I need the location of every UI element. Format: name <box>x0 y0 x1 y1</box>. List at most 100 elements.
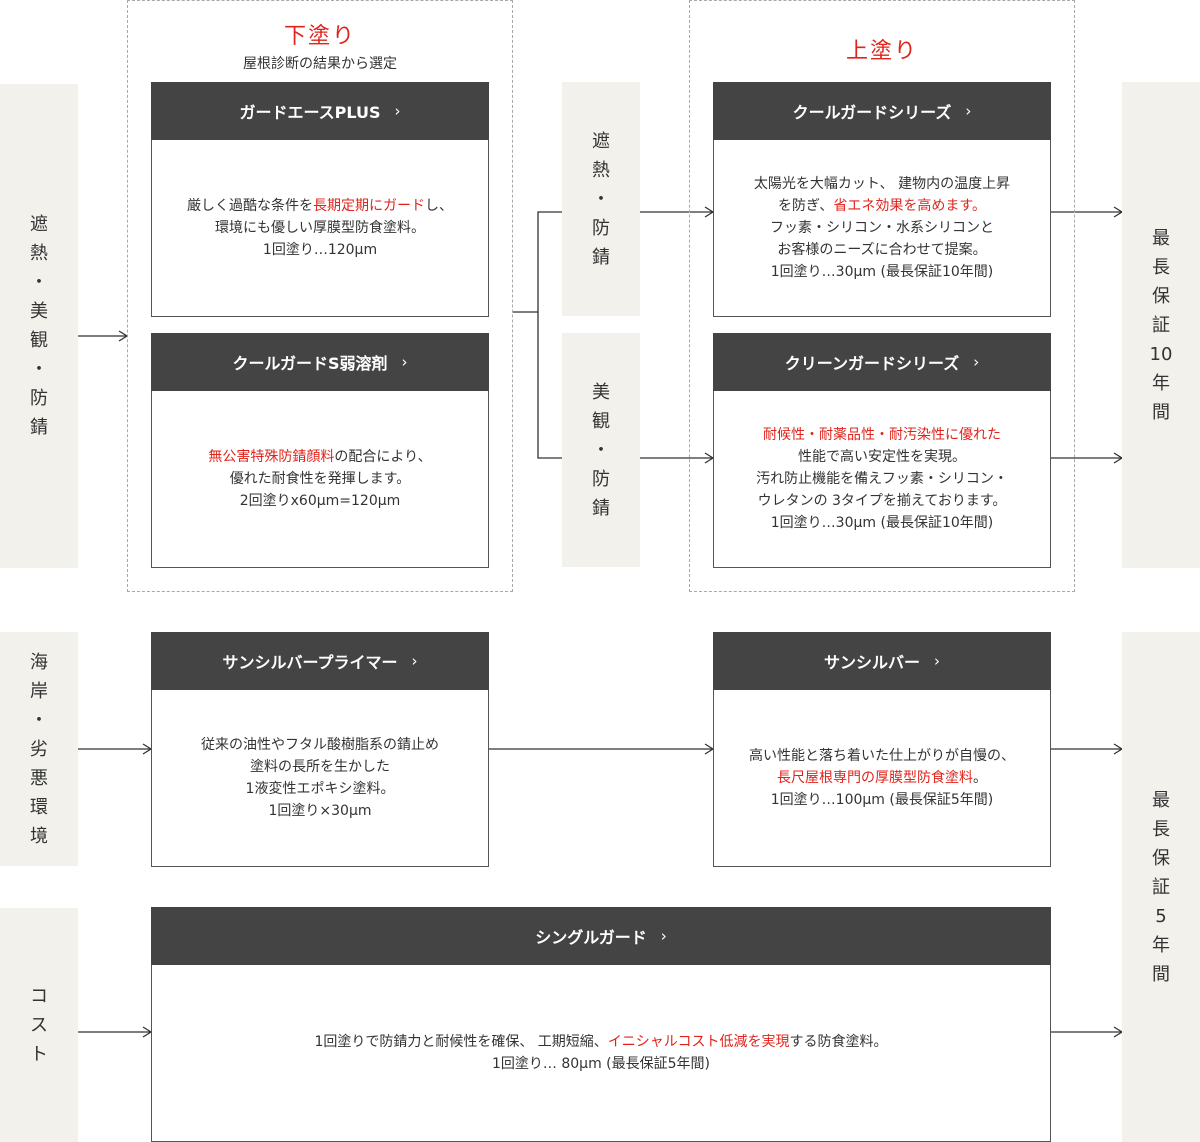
product-link-shingle-guard[interactable]: シングルガード › <box>151 907 1051 965</box>
vertical-char: 年 <box>1152 934 1170 956</box>
product-link-guard-ace-plus[interactable]: ガードエースPLUS › <box>151 82 489 140</box>
vertical-char: 錆 <box>30 417 48 438</box>
product-link-coolguard-series[interactable]: クールガードシリーズ › <box>713 82 1051 140</box>
undercoat-title: 下塗り <box>283 24 356 49</box>
desc-text: 汚れ防止機能を備えフッ素・シリコン・ <box>756 471 1008 487</box>
vertical-char: ・ <box>30 272 48 293</box>
product-name: ガードエースPLUS <box>239 103 381 122</box>
undercoat-frame <box>127 0 513 592</box>
branch-line <box>537 312 562 459</box>
chevron-right-icon: › <box>411 652 418 670</box>
vertical-char: 長 <box>1152 256 1170 278</box>
desc-text: 高い性能と落ち着いた仕上がりが自慢の、 <box>749 748 1015 764</box>
vertical-char: ・ <box>30 359 48 380</box>
branch-heat-rust: 遮熱・防錆 <box>562 82 640 316</box>
desc-text: フッ素・シリコン・水系シリコンと <box>770 220 994 236</box>
undercoat-subtitle: 屋根診断の結果から選定 <box>243 56 397 72</box>
vertical-char: 境 <box>30 825 48 847</box>
vertical-char: 遮 <box>592 130 610 152</box>
coat-spec: 1回塗り…120μm <box>262 242 378 258</box>
product-link-sunsilver[interactable]: サンシルバー› <box>713 632 1051 690</box>
vertical-char: 最 <box>1152 789 1170 811</box>
vertical-char: ス <box>30 1014 48 1036</box>
chevron-right-icon: › <box>394 102 401 120</box>
desc-text: 環境にも優しい厚膜型防食塗料。 <box>215 220 425 236</box>
category-label: 遮熱・美観・防錆 <box>30 210 48 442</box>
vertical-char: 防 <box>30 388 48 409</box>
vertical-char: 間 <box>1152 963 1170 985</box>
vertical-char: 年 <box>1152 372 1170 394</box>
vertical-char: 遮 <box>30 214 48 235</box>
chevron-right-icon: › <box>660 927 667 945</box>
product-link-sunsilver-primer[interactable]: サンシルバープライマー › <box>151 632 489 690</box>
card-coolguard-series: クールガードシリーズ› 太陽光を大幅カット、 建物内の温度上昇 を防ぎ、省エネ効… <box>713 82 1051 317</box>
desc-text: ウレタンの 3タイプを揃えております。 <box>757 493 1007 509</box>
vertical-char: 熱 <box>592 159 610 181</box>
vertical-char: コ <box>30 985 48 1007</box>
product-link-cleanguard-series[interactable]: クリーンガードシリーズ › <box>713 333 1051 391</box>
product-name: クリーンガードシリーズ <box>784 354 960 373</box>
vertical-char: 証 <box>1152 314 1170 336</box>
product-name: サンシルバープライマー <box>222 653 398 672</box>
category-cost: コスト <box>0 908 78 1142</box>
desc-text: 1回塗りで防錆力と耐候性を確保、 工期短縮、 <box>314 1034 608 1050</box>
vertical-char: 保 <box>1152 847 1170 869</box>
desc-text: する防食塗料。 <box>789 1034 888 1050</box>
card-guard-ace-plus: ガードエースPLUS › 厳しく過酷な条件を長期定期にガードし、 環境にも優しい厚… <box>151 82 489 317</box>
product-link-coolguard-s[interactable]: クールガードS弱溶剤› <box>151 333 489 391</box>
product-description: 1回塗りで防錆力と耐候性を確保、 工期短縮、イニシャルコスト低減を実現する防食塗… <box>152 965 1050 1141</box>
vertical-char: 観 <box>30 330 48 351</box>
desc-text: を防ぎ、 <box>778 198 834 214</box>
vertical-char: ト <box>30 1043 48 1065</box>
desc-text: 太陽光を大幅カット、 建物内の温度上昇 <box>753 176 1011 192</box>
vertical-char: 観 <box>592 410 610 432</box>
desc-text: お客様のニーズに合わせて提案。 <box>777 242 987 258</box>
desc-text: 。 <box>973 770 987 786</box>
product-description: 従来の油性やフタル酸樹脂系の錆止め 塗料の長所を生かした 1液変性エポキシ塗料。… <box>152 690 488 866</box>
branch-label: 美観・防錆 <box>592 378 610 523</box>
coat-spec: 1回塗り… 80μm (最長保証5年間) <box>492 1056 710 1072</box>
chevron-right-icon: › <box>401 353 408 371</box>
product-name: クールガードシリーズ <box>792 103 952 122</box>
desc-text: 優れた耐食性を発揮します。 <box>229 471 411 487</box>
desc-highlight: 耐候性・耐薬品性・耐汚染性に優れた <box>763 427 1001 443</box>
desc-text: 塗料の長所を生かした <box>250 759 390 775</box>
coat-spec: 1回塗り…30μm (最長保証10年間) <box>770 515 994 531</box>
vertical-char: 5 <box>1155 905 1167 927</box>
card-sunsilver: サンシルバー› 高い性能と落ち着いた仕上がりが自慢の、 長尺屋根専門の厚膜型防食… <box>713 632 1051 867</box>
vertical-char: 美 <box>30 301 48 322</box>
desc-text: の配合により、 <box>334 449 432 465</box>
vertical-char: 間 <box>1152 401 1170 423</box>
vertical-char: 岸 <box>30 680 48 702</box>
desc-highlight: イニシャルコスト低減を実現 <box>607 1034 790 1050</box>
vertical-char: 熱 <box>30 243 48 264</box>
product-description: 厳しく過酷な条件を長期定期にガードし、 環境にも優しい厚膜型防食塗料。 1回塗り… <box>152 140 488 316</box>
vertical-char: 悪 <box>30 767 48 789</box>
vertical-char: 海 <box>30 651 48 673</box>
vertical-char: ・ <box>30 709 48 731</box>
chevron-right-icon: › <box>973 353 980 371</box>
product-description: 耐候性・耐薬品性・耐汚染性に優れた 性能で高い安定性を実現。 汚れ防止機能を備え… <box>714 391 1050 567</box>
vertical-char: 最 <box>1152 227 1170 249</box>
desc-text: 従来の油性やフタル酸樹脂系の錆止め <box>201 737 439 753</box>
vertical-char: 錆 <box>592 497 610 519</box>
vertical-char: 劣 <box>30 738 48 760</box>
chevron-right-icon: › <box>934 652 940 670</box>
vertical-char: 錆 <box>592 246 610 268</box>
product-name: シングルガード <box>535 928 647 947</box>
vertical-char: 証 <box>1152 876 1170 898</box>
branch-beauty-rust: 美観・防錆 <box>562 333 640 567</box>
vertical-char: ・ <box>592 188 610 210</box>
coat-spec: 2回塗りx60μm=120μm <box>239 493 401 509</box>
desc-highlight: 無公害特殊防錆顔料 <box>208 449 335 465</box>
vertical-char: 防 <box>592 468 610 490</box>
desc-text: 厳しく過酷な条件を <box>187 198 313 214</box>
category-label: 海岸・劣悪環境 <box>30 648 48 851</box>
chevron-right-icon: › <box>965 102 972 120</box>
desc-highlight: 長尺屋根専門の厚膜型防食塗料 <box>777 770 973 786</box>
coat-spec: 1回塗り…100μm (最長保証5年間) <box>770 792 994 808</box>
desc-highlight: 長期定期にガード <box>313 198 425 214</box>
